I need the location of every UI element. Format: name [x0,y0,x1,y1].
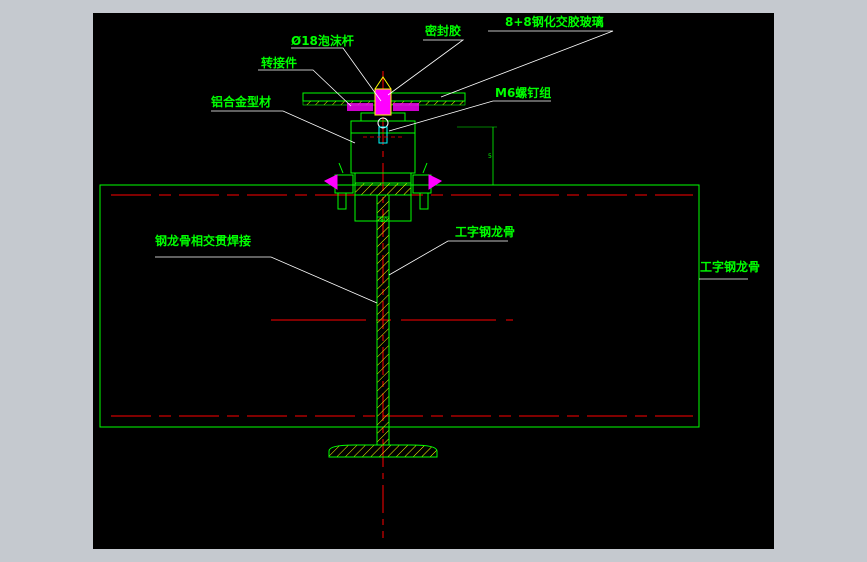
label-foam-rod: Ø18泡沫杆 [291,33,354,48]
sealant-top [374,76,392,90]
m6-screw [363,117,403,144]
flange-dim-box [354,194,412,222]
label-adapter: 转接件 [261,55,297,70]
leader-lines [155,30,748,304]
adapter-right [393,103,419,111]
label-weld-note: 钢龙骨相交贯焊接 [155,233,251,248]
label-sealant: 密封胶 [425,23,461,38]
adapter-left [347,103,373,111]
label-aluminum-profile: 铝合金型材 [211,94,271,109]
cad-drawing-area: 80 5 [93,13,774,549]
i-beam-top-flange [354,182,412,196]
label-i-beam-web: 工字钢龙骨 [455,224,515,239]
right-clamp [412,162,442,210]
i-beam-bottom-flange [328,444,438,458]
i-beam-web [376,194,390,446]
label-glass: 8+8钢化交胶玻璃 [505,14,604,29]
dim-width: 80 [380,217,388,224]
dim-height: 5 [488,153,492,160]
sealant-joint [374,88,392,116]
label-bolt-group: M6螺钉组 [495,85,551,100]
detail-drawing: 80 5 [99,14,760,538]
left-clamp [324,162,354,210]
label-i-beam-side: 工字钢龙骨 [700,259,760,274]
